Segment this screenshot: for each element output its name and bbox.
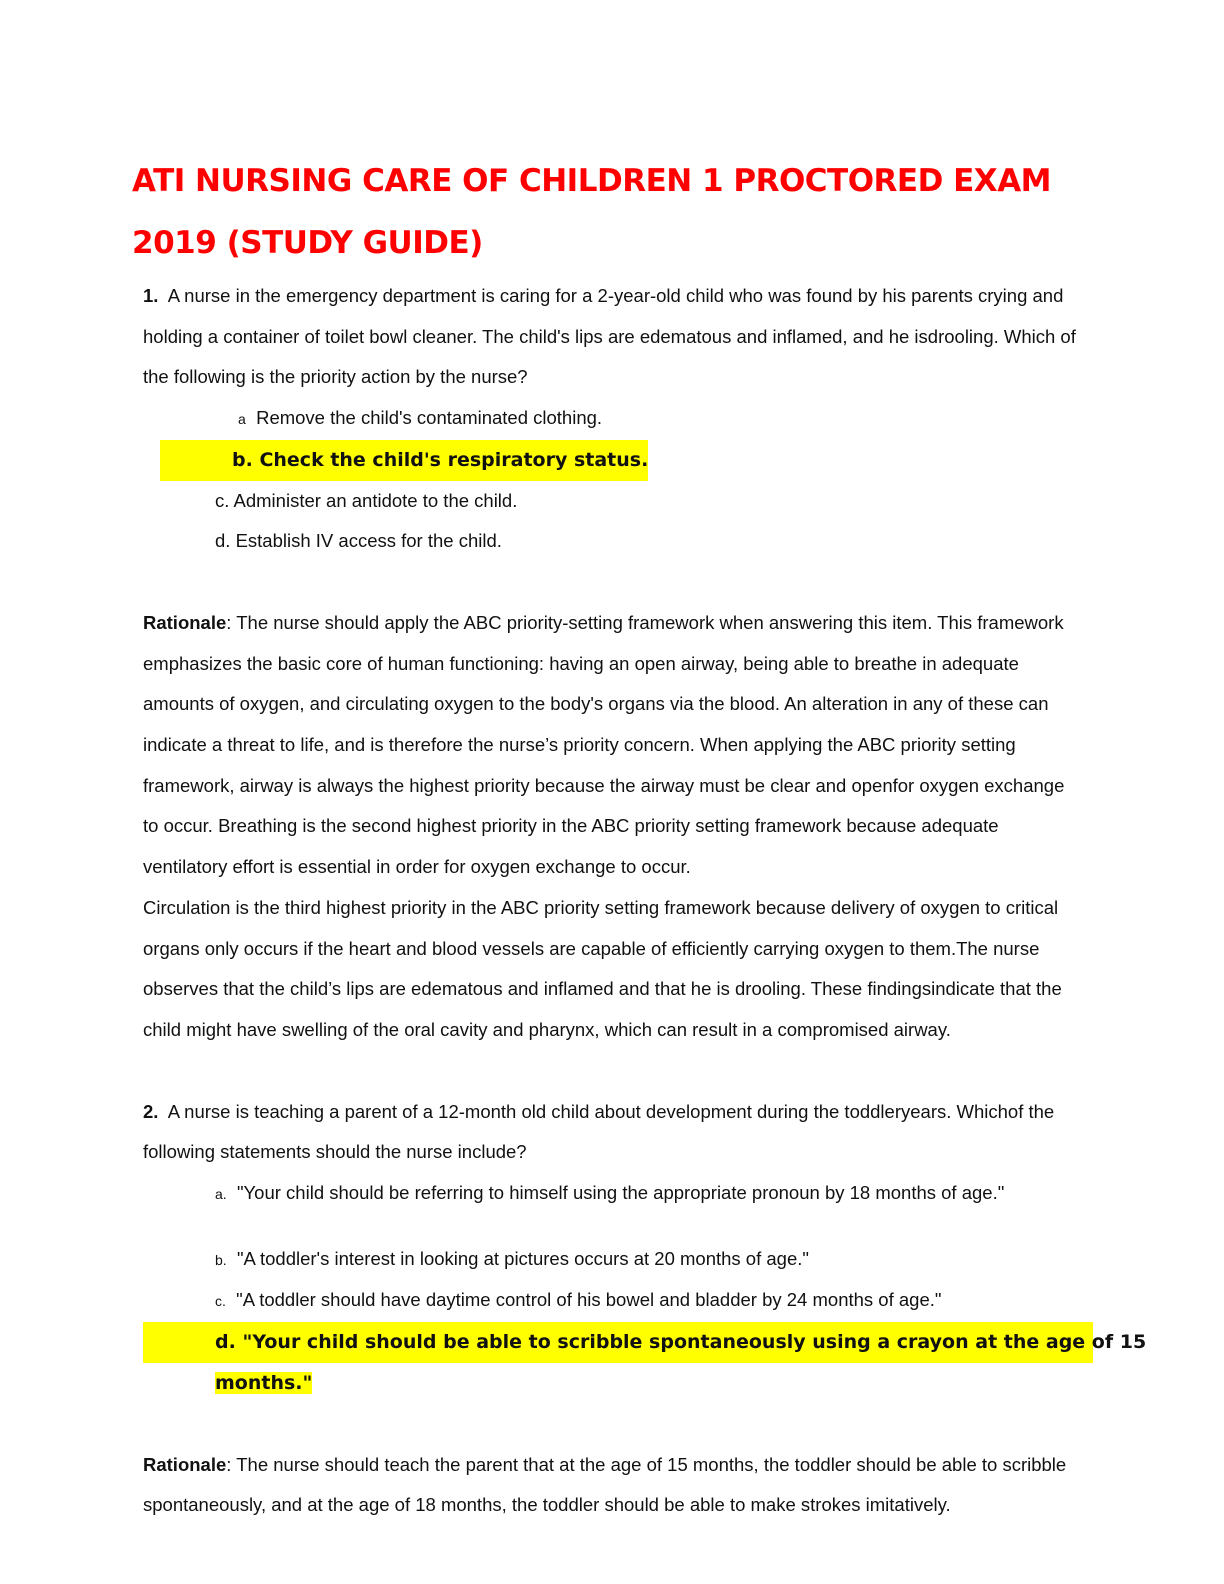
option-letter: a bbox=[238, 411, 246, 428]
question-1-option-a: a Remove the child's contaminated clothi… bbox=[143, 398, 1078, 440]
title-line-1: ATI NURSING CARE OF CHILDREN 1 PROCTORED… bbox=[132, 163, 1052, 199]
title-line-2: 2019 (STUDY GUIDE) bbox=[132, 225, 483, 261]
option-letter: c. bbox=[215, 1293, 226, 1310]
document-body: 1. A nurse in the emergency department i… bbox=[143, 276, 1146, 1526]
option-letter: b. bbox=[232, 448, 253, 471]
option-text: "Your child should be referring to himse… bbox=[236, 1182, 1005, 1204]
option-text: Check the child's respiratory status. bbox=[259, 448, 649, 471]
rationale-label: Rationale bbox=[143, 611, 227, 633]
question-2-number: 2. bbox=[143, 1100, 159, 1122]
option-letter: d. bbox=[215, 1331, 236, 1354]
document-title: ATI NURSING CARE OF CHILDREN 1 PROCTORED… bbox=[132, 150, 1092, 274]
rationale-label: Rationale bbox=[143, 1453, 227, 1475]
spacer bbox=[143, 1404, 1078, 1445]
option-text: "Your child should be able to scribble s… bbox=[242, 1331, 1147, 1354]
rationale-text: : The nurse should teach the parent that… bbox=[143, 1453, 1067, 1516]
option-text: "A toddler should have daytime control o… bbox=[236, 1289, 942, 1311]
option-d-line-2: months." bbox=[215, 1363, 1093, 1404]
option-letter: a. bbox=[215, 1186, 227, 1203]
question-1-option-b-correct: b. Check the child's respiratory status. bbox=[160, 439, 649, 481]
spacer bbox=[143, 562, 1078, 603]
rationale-text: Circulation is the third highest priorit… bbox=[143, 896, 1062, 1040]
question-1-option-d: d. Establish IV access for the child. bbox=[143, 521, 1078, 562]
option-letter: b. bbox=[215, 1251, 227, 1268]
option-d-line-1: d. "Your child should be able to scribbl… bbox=[215, 1322, 1146, 1363]
option-text: Remove the child's contaminated clothing… bbox=[256, 407, 603, 429]
option-letter: d. bbox=[215, 530, 231, 552]
question-1-number: 1. bbox=[143, 285, 159, 306]
option-text: Establish IV access for the child. bbox=[235, 530, 502, 552]
question-1-rationale: Rationale: The nurse should apply the AB… bbox=[143, 603, 1078, 888]
question-1-text: A nurse in the emergency department is c… bbox=[143, 285, 1076, 388]
spacer bbox=[143, 1051, 1078, 1092]
question-1-option-c: c. Administer an antidote to the child. bbox=[143, 481, 1078, 522]
question-2-option-a: a. "Your child should be referring to hi… bbox=[143, 1173, 1078, 1215]
question-2-text: A nurse is teaching a parent of a 12-mon… bbox=[143, 1100, 1055, 1163]
question-1-rationale-continued: Circulation is the third highest priorit… bbox=[143, 888, 1078, 1051]
option-text: "A toddler's interest in looking at pict… bbox=[236, 1247, 809, 1269]
question-2-option-d-correct: d. "Your child should be able to scribbl… bbox=[143, 1322, 1146, 1404]
spacer bbox=[143, 1215, 1078, 1239]
question-2-rationale: Rationale: The nurse should teach the pa… bbox=[143, 1445, 1078, 1526]
question-2-option-c: c. "A toddler should have daytime contro… bbox=[143, 1280, 1078, 1322]
option-text-continued: months." bbox=[215, 1371, 313, 1394]
option-text: Administer an antidote to the child. bbox=[233, 489, 518, 511]
rationale-text: : The nurse should apply the ABC priorit… bbox=[143, 611, 1065, 878]
question-1-stem: 1. A nurse in the emergency department i… bbox=[143, 276, 1078, 398]
question-2-option-b: b. "A toddler's interest in looking at p… bbox=[143, 1239, 1078, 1281]
option-letter: c. bbox=[215, 489, 230, 511]
question-2-stem: 2. A nurse is teaching a parent of a 12-… bbox=[143, 1092, 1078, 1173]
